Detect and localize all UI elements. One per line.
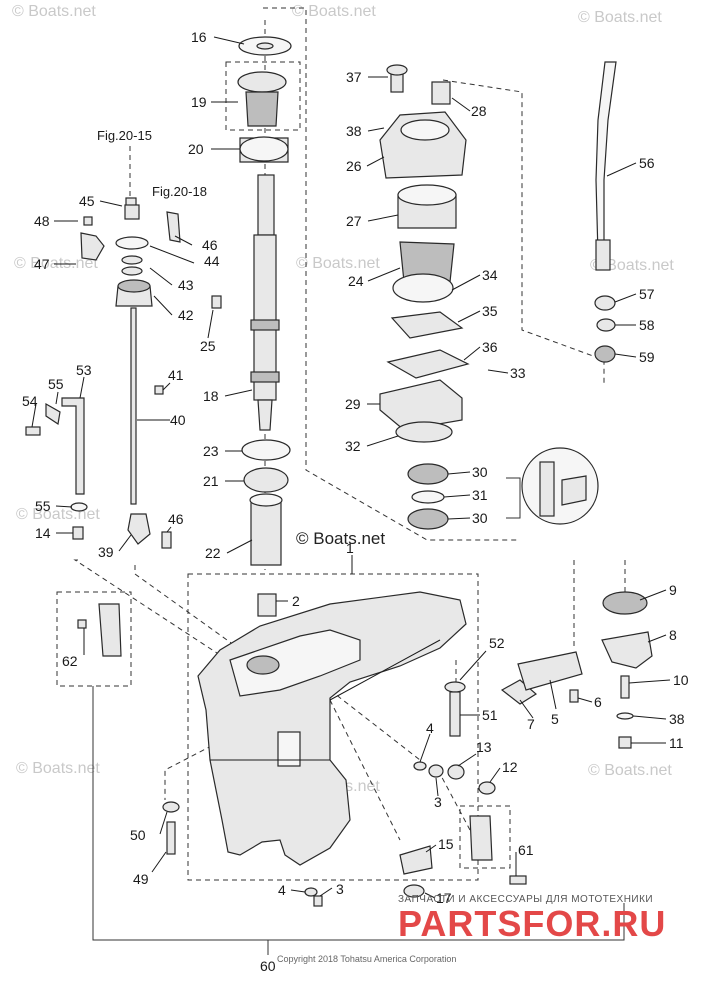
callout-48: 48 <box>34 213 50 229</box>
callout-43: 43 <box>178 277 194 293</box>
callout-54: 54 <box>22 393 38 409</box>
callout-37: 37 <box>346 69 362 85</box>
callout-13: 13 <box>476 739 492 755</box>
callout-7: 7 <box>527 716 535 732</box>
brand-tagline: ЗАПЧАСТИ И АКСЕССУАРЫ ДЛЯ МОТОТЕХНИКИ <box>398 894 653 905</box>
callout-57: 57 <box>639 286 655 302</box>
callout-59: 59 <box>639 349 655 365</box>
callout-42: 42 <box>178 307 194 323</box>
callout-56: 56 <box>639 155 655 171</box>
callout-1: 1 <box>346 540 354 556</box>
callout-15: 15 <box>438 836 454 852</box>
callout-18: 18 <box>203 388 219 404</box>
callout-20: 20 <box>188 141 204 157</box>
callout-44: 44 <box>204 253 220 269</box>
callout-31: 31 <box>472 487 488 503</box>
part60-bracket <box>92 686 625 941</box>
callout-14: 14 <box>35 525 51 541</box>
callout-23: 23 <box>203 443 219 459</box>
trim-tab-group <box>601 591 653 749</box>
gearcase-housing <box>197 591 467 866</box>
watermark-7: © Boats.net <box>16 506 100 523</box>
callout-40: 40 <box>170 412 186 428</box>
callout-52: 52 <box>489 635 505 651</box>
callout-26: 26 <box>346 158 362 174</box>
fig-ref-b: Fig.20-18 <box>152 184 207 199</box>
callout-50: 50 <box>130 827 146 843</box>
callout-55b: 55 <box>35 498 51 514</box>
fig-ref-a: Fig.20-15 <box>97 128 152 143</box>
callout-38b: 38 <box>669 711 685 727</box>
callout-32: 32 <box>345 438 361 454</box>
callout-8: 8 <box>669 627 677 643</box>
callout-41: 41 <box>168 367 184 383</box>
watermark-5: © Boats.net <box>296 255 380 272</box>
callout-3a: 3 <box>434 794 442 810</box>
callout-34: 34 <box>482 267 498 283</box>
water-tube <box>594 61 617 363</box>
callout-35: 35 <box>482 303 498 319</box>
driveshaft-assembly <box>225 36 301 617</box>
callout-51: 51 <box>482 707 498 723</box>
watermark-1: © Boats.net <box>12 3 96 20</box>
leader-lines <box>31 36 671 899</box>
callout-3b: 3 <box>336 881 344 897</box>
shift-rod-group <box>80 197 222 549</box>
watermark-8: © Boats.net <box>16 760 100 777</box>
callout-25: 25 <box>200 338 216 354</box>
callout-60: 60 <box>260 958 276 974</box>
callout-36: 36 <box>482 339 498 355</box>
callout-53: 53 <box>76 362 92 378</box>
callout-30b: 30 <box>472 510 488 526</box>
callout-17: 17 <box>436 890 452 906</box>
callout-61: 61 <box>518 842 534 858</box>
callout-10: 10 <box>673 672 689 688</box>
callout-30a: 30 <box>472 464 488 480</box>
callout-46b: 46 <box>168 511 184 527</box>
callout-22: 22 <box>205 545 221 561</box>
callout-16: 16 <box>191 29 207 45</box>
small-parts <box>56 591 583 907</box>
callout-24: 24 <box>348 273 364 289</box>
watermark-6: © Boats.net <box>590 257 674 274</box>
watermark-center: © Boats.net <box>296 529 385 548</box>
watermark-3: © Boats.net <box>578 9 662 26</box>
callout-27: 27 <box>346 213 362 229</box>
callout-4b: 4 <box>278 882 286 898</box>
callout-4a: 4 <box>426 720 434 736</box>
callout-29: 29 <box>345 396 361 412</box>
inset-detail <box>506 447 599 525</box>
callout-21: 21 <box>203 473 219 489</box>
watermark-10: © Boats.net <box>588 762 672 779</box>
copyright-line: Copyright 2018 Tohatsu America Corporati… <box>277 954 456 964</box>
callout-39: 39 <box>98 544 114 560</box>
callout-62: 62 <box>62 653 78 669</box>
callout-9: 9 <box>669 582 677 598</box>
callout-28: 28 <box>471 103 487 119</box>
callout-55a: 55 <box>48 376 64 392</box>
callout-45: 45 <box>79 193 95 209</box>
callout-58: 58 <box>639 317 655 333</box>
water-pump-assembly <box>379 64 470 530</box>
callout-11: 11 <box>669 735 684 751</box>
callout-2: 2 <box>292 593 300 609</box>
callout-5: 5 <box>551 711 559 727</box>
callout-49: 49 <box>133 871 149 887</box>
brand-name: PARTSFOR.RU <box>398 903 666 944</box>
assembly-guides <box>73 7 626 881</box>
callout-33: 33 <box>510 365 526 381</box>
callout-19: 19 <box>191 94 207 110</box>
callout-38a: 38 <box>346 123 362 139</box>
shift-linkage-left <box>25 397 88 540</box>
callout-labels: 16 19 20 45 48 47 46 44 43 42 25 18 23 2… <box>22 29 689 974</box>
callout-12: 12 <box>502 759 518 775</box>
watermark-2: © Boats.net <box>292 3 376 20</box>
callout-6: 6 <box>594 694 602 710</box>
callout-47: 47 <box>34 256 50 272</box>
callout-46a: 46 <box>202 237 218 253</box>
